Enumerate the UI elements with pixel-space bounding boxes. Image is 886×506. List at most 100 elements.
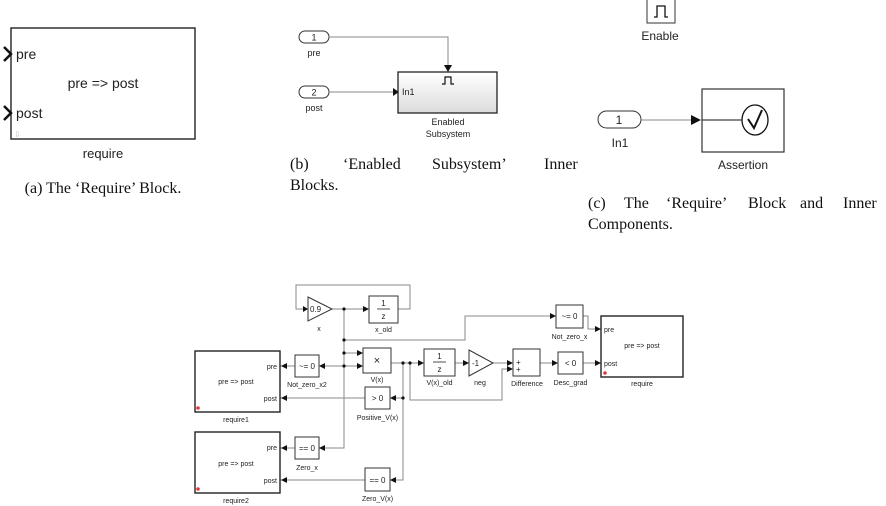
gain-x-block[interactable]: 0.9 x [307,296,334,333]
delay-xold-label: x_old [375,327,392,334]
zero-v-label: Zero_V(x) [362,496,393,503]
positive-v-block[interactable]: > 0 Positive_V(x) [357,386,398,422]
desc-grad-text: < 0 [565,359,577,368]
inport-1-label: pre [307,48,320,58]
zero-v-text: == 0 [369,476,386,485]
subsystem-label-line2: Subsystem [426,129,471,139]
compare-box [294,436,320,460]
enable-pulse-icon [654,5,668,18]
sum-box [512,348,541,377]
caption-c-word: Inner [843,195,877,212]
arrow-icon [507,366,513,372]
gain-triangle [468,349,495,377]
junction-dot [342,338,346,342]
zero-v-block[interactable]: == 0 Zero_V(x) [362,467,393,503]
wire-notzerox-to-require [583,315,595,330]
delay-vold-den: z [438,365,442,374]
arrow-icon [595,360,601,366]
require-main-expr: pre => post [624,343,659,350]
not-zero-x-block[interactable]: ~= 0 Not_zero_x [552,304,588,341]
delay-vold-num: 1 [437,352,442,361]
arrow-icon [463,360,469,366]
enabled-subsystem-block[interactable] [397,71,498,114]
delay-vold-block[interactable]: 1 z V(x)_old [423,348,456,387]
not-zero-x-label: Not_zero_x [552,334,588,341]
sum-difference-block[interactable]: + + Difference [511,348,543,388]
gain-neg-block[interactable]: -1 neg [468,349,495,387]
require2-pre: pre [267,445,277,452]
junction-dot [342,307,346,311]
arrow-icon [507,360,513,366]
sum-label: Difference [511,381,543,388]
assertion-circle-icon [741,104,769,136]
caption-b-word: (b) [290,156,309,173]
arrow-icon [550,313,556,319]
zero-x-label: Zero_x [296,465,318,472]
require2-block[interactable]: pre pre => post post require2 [194,431,281,505]
sum-sign-1: + [516,358,521,367]
compare-box [364,386,391,410]
link-badge-icon [603,371,607,375]
caption-a: (a) The ‘Require’ Block. [25,180,182,197]
arrow-icon [281,395,287,401]
inport-in1-label: In1 [612,136,629,150]
desc-grad-label: Desc_grad [554,380,588,387]
arrowheads [281,306,601,483]
wire-x-bus [308,309,345,449]
arrow-icon [281,477,287,483]
gain-neg-label: neg [474,380,486,387]
link-badge-icon [196,487,200,491]
product-block[interactable]: × V(x) [362,347,392,384]
require1-expr: pre => post [218,379,253,386]
figure-d: 0.9 x 1 z x_old × V(x) 1 z V(x)_old [194,284,684,505]
zero-x-block[interactable]: == 0 Zero_x [294,436,320,472]
not-zero-x2-block[interactable]: ~= 0 Not_zero_x2 [287,354,327,389]
subsystem-in1-label: In1 [402,87,415,97]
wire-v-to-difference [409,363,508,401]
link-badge-icon [196,406,200,410]
caption-c-word: The [624,195,649,212]
caption-b: (b) ‘Enabled Subsystem’ Inner Blocks. [290,156,578,194]
post-port-chevron-icon [3,105,13,121]
delay-box [368,295,399,324]
require2-label: require2 [223,498,249,505]
wire-v-bus [393,363,404,481]
wires [280,284,595,481]
link-arrow-icon: ⇩ [14,130,21,139]
arrow-icon [363,306,369,312]
arrow-icon [390,477,396,483]
require1-block[interactable]: pre pre => post post require1 [194,350,281,424]
desc-grad-block[interactable]: < 0 Desc_grad [554,351,588,387]
not-zero-x-text: ~= 0 [561,312,578,321]
delay-box [423,348,456,377]
gain-neg-value: -1 [472,359,480,368]
arrow-icon [393,88,399,96]
figure-c: Enable 1 In1 Assertion (c) The ‘Require’… [588,0,877,233]
positive-v-text: > 0 [372,394,384,403]
caption-b-line2: Blocks. [290,177,338,194]
caption-c: (c) The ‘Require’ Block and Inner Compon… [588,195,877,233]
compare-box [555,304,584,329]
delay-xold-block[interactable]: 1 z x_old [368,295,399,334]
junction-dot [408,361,412,365]
checkmark-icon [747,109,763,131]
product-label: V(x) [371,377,384,384]
junctions [342,307,412,400]
arrow-icon [319,363,325,369]
require-main-block[interactable]: pre pre => post post require [600,315,684,388]
not-zero-x2-label: Not_zero_x2 [287,382,327,389]
figure-a: pre pre => post post ⇩ require (a) The ‘… [3,27,196,197]
caption-c-word: ‘Require’ [666,195,727,212]
caption-c-word: Block [748,195,786,212]
require-main-pre: pre [604,327,614,334]
port-pre-label: pre [16,46,36,62]
product-box [362,347,392,374]
junction-dot [401,396,405,400]
delay-xold-den: z [382,312,386,321]
require1-label: require1 [223,417,249,424]
require-block[interactable] [10,27,196,140]
arrow-icon [418,360,424,366]
figure-b: 1 pre 2 post In1 Enabled Subsystem (b) ‘… [290,30,578,194]
enable-port-block[interactable] [646,0,676,24]
